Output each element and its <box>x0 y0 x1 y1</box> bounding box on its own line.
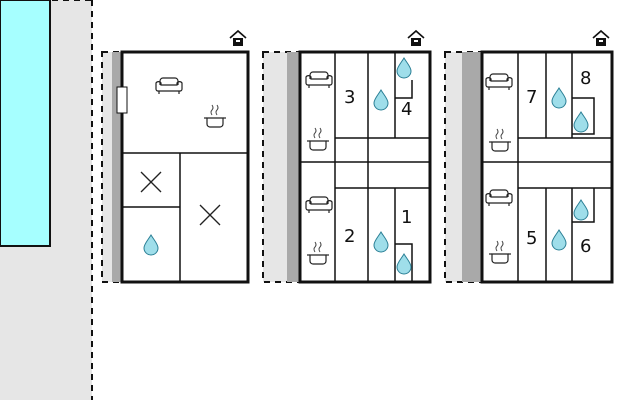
unit-number: 7 <box>526 87 537 108</box>
unit-number: 1 <box>401 207 412 228</box>
building-a-outline <box>120 50 250 284</box>
building-c-outline <box>480 50 614 284</box>
house-icon <box>592 30 610 47</box>
unit-number: 3 <box>344 87 355 108</box>
building-c: 7 8 5 6 <box>444 30 614 284</box>
unit-number: 4 <box>401 99 412 120</box>
house-icon <box>407 30 425 47</box>
pool <box>0 0 51 247</box>
building-a <box>101 30 250 284</box>
house-icon <box>229 30 247 47</box>
unit-number: 5 <box>526 228 537 249</box>
unit-number: 8 <box>580 68 591 89</box>
unit-number: 2 <box>344 226 355 247</box>
building-b: 3 4 2 1 <box>262 30 432 284</box>
unit-number: 6 <box>580 236 591 257</box>
door <box>116 86 128 114</box>
